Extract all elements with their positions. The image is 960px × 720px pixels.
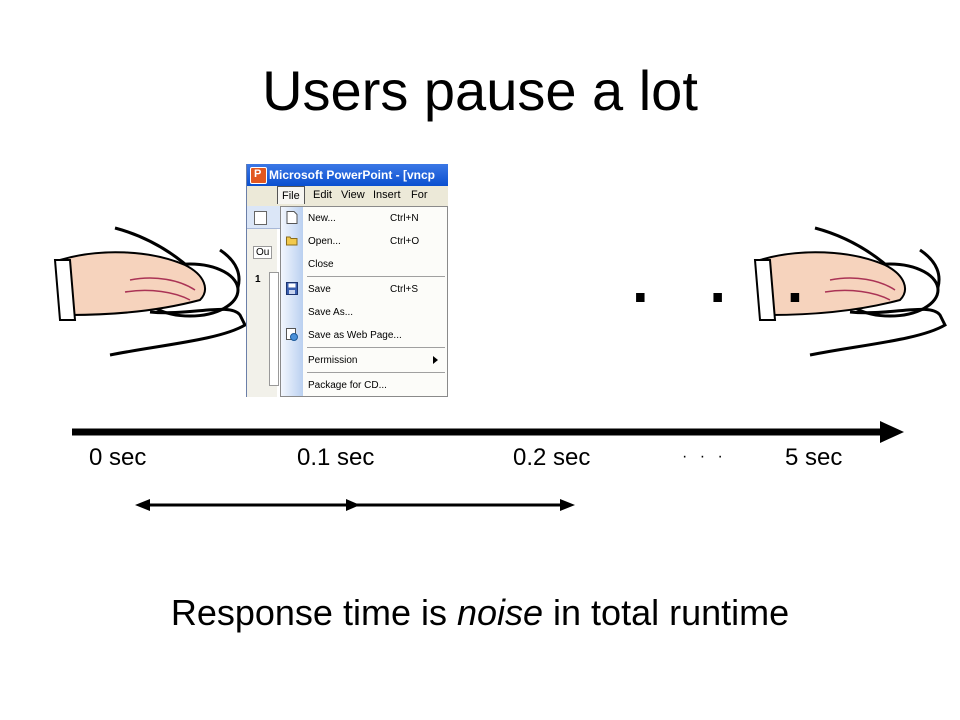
timeline-label-1: 0.1 sec xyxy=(297,444,375,471)
hand-on-mouse-icon xyxy=(53,226,247,357)
timeline-arrowhead xyxy=(880,421,904,443)
span-arrowhead-mid xyxy=(346,499,360,511)
submenu-arrow-icon xyxy=(433,356,438,364)
tab-outline[interactable]: Ou xyxy=(253,246,273,259)
menu-separator xyxy=(307,276,445,277)
menu-item-save[interactable]: Save Ctrl+S xyxy=(281,279,447,299)
menu-item-save-as-web-page[interactable]: Save as Web Page... xyxy=(281,325,447,345)
timeline-ellipsis: · · · xyxy=(682,448,727,465)
slide-number: 1 xyxy=(255,274,261,285)
timeline-label-0: 0 sec xyxy=(89,444,147,471)
menu-item-permission[interactable]: Permission xyxy=(281,350,447,370)
file-menu-dropdown: New... Ctrl+N Open... Ctrl+O Close Save … xyxy=(280,206,448,397)
timeline-label-3: 5 sec xyxy=(785,444,843,471)
span-arrowhead-left xyxy=(135,499,150,511)
caption-emphasis: noise xyxy=(456,592,544,633)
window-title: Microsoft PowerPoint - [vncp xyxy=(269,168,436,182)
menu-icon-gutter xyxy=(281,207,303,396)
slide-thumbnail[interactable] xyxy=(269,272,279,386)
powerpoint-icon xyxy=(250,167,267,184)
menu-file[interactable]: File xyxy=(277,186,305,204)
hand-on-mouse-icon xyxy=(753,226,947,357)
menu-item-open[interactable]: Open... Ctrl+O xyxy=(281,231,447,251)
menu-view[interactable]: View xyxy=(341,189,365,201)
menu-bar: File Edit View Insert For xyxy=(247,186,448,206)
span-arrowhead-right xyxy=(560,499,575,511)
menu-item-package-for-cd[interactable]: Package for CD... xyxy=(308,380,387,391)
new-document-icon[interactable] xyxy=(254,211,267,225)
menu-format[interactable]: For xyxy=(411,189,428,201)
menu-item-new[interactable]: New... Ctrl+N xyxy=(281,208,447,228)
floppy-disk-icon xyxy=(286,282,298,295)
slide-title: Users pause a lot xyxy=(262,59,698,122)
menu-edit[interactable]: Edit xyxy=(313,189,332,201)
web-page-icon xyxy=(286,328,298,341)
window-titlebar: Microsoft PowerPoint - [vncp xyxy=(247,164,448,186)
menu-item-save-as[interactable]: Save As... xyxy=(308,307,354,318)
timeline-label-2: 0.2 sec xyxy=(513,444,591,471)
new-document-icon xyxy=(286,211,298,224)
menu-separator xyxy=(307,372,445,373)
menu-insert[interactable]: Insert xyxy=(373,189,401,201)
menu-item-close[interactable]: Close xyxy=(308,259,334,270)
pause-ellipsis: . . . xyxy=(632,248,826,315)
app-window-screenshot: Microsoft PowerPoint - [vncp File Edit V… xyxy=(246,164,448,397)
open-folder-icon xyxy=(286,236,298,246)
menu-separator xyxy=(307,347,445,348)
slide-caption: Response time is noise in total runtime xyxy=(170,592,790,633)
